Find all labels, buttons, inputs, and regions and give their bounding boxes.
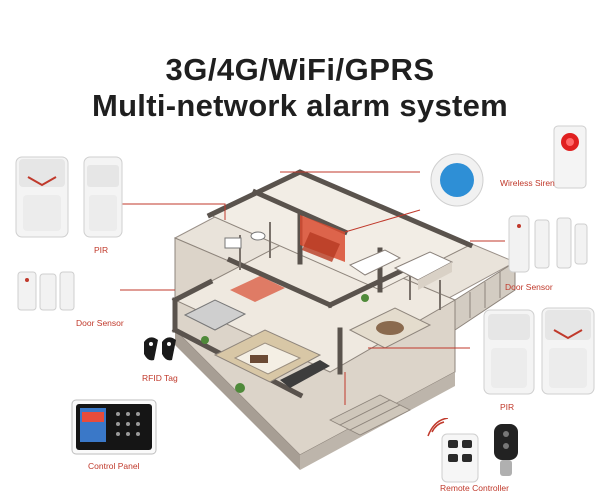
title-line-2: Multi-network alarm system bbox=[91, 88, 509, 123]
label-rfid-tag: RFID Tag bbox=[142, 373, 178, 383]
wireless-siren-icon bbox=[553, 125, 587, 189]
control-panel-icon bbox=[71, 399, 157, 455]
label-wireless-siren: Wireless Siren bbox=[500, 178, 555, 188]
label-door-sensor-left: Door Sensor bbox=[76, 318, 124, 328]
pir-sensor-right-icon bbox=[483, 309, 535, 395]
wireless-siren-round-icon bbox=[430, 153, 484, 207]
remote-controller-icon bbox=[427, 418, 518, 483]
pir-sensor-left-icon bbox=[15, 156, 69, 238]
label-remote-controller: Remote Controller bbox=[440, 483, 509, 493]
label-pir-left: PIR bbox=[94, 245, 109, 255]
title-line-1: 3G/4G/WiFi/GPRS bbox=[165, 52, 435, 87]
label-door-sensor-right: Door Sensor bbox=[505, 282, 553, 292]
label-pir-right: PIR bbox=[500, 402, 515, 412]
connector-lines bbox=[120, 171, 505, 405]
label-control-panel: Control Panel bbox=[88, 461, 140, 471]
rfid-tag-icon bbox=[144, 337, 176, 361]
door-sensor-right-icon bbox=[508, 215, 588, 273]
pir-sensor-left-2-icon bbox=[83, 156, 123, 238]
pir-sensor-right-2-icon bbox=[541, 307, 595, 395]
door-sensor-left-icon bbox=[17, 271, 75, 311]
house-floorplan bbox=[171, 169, 517, 470]
